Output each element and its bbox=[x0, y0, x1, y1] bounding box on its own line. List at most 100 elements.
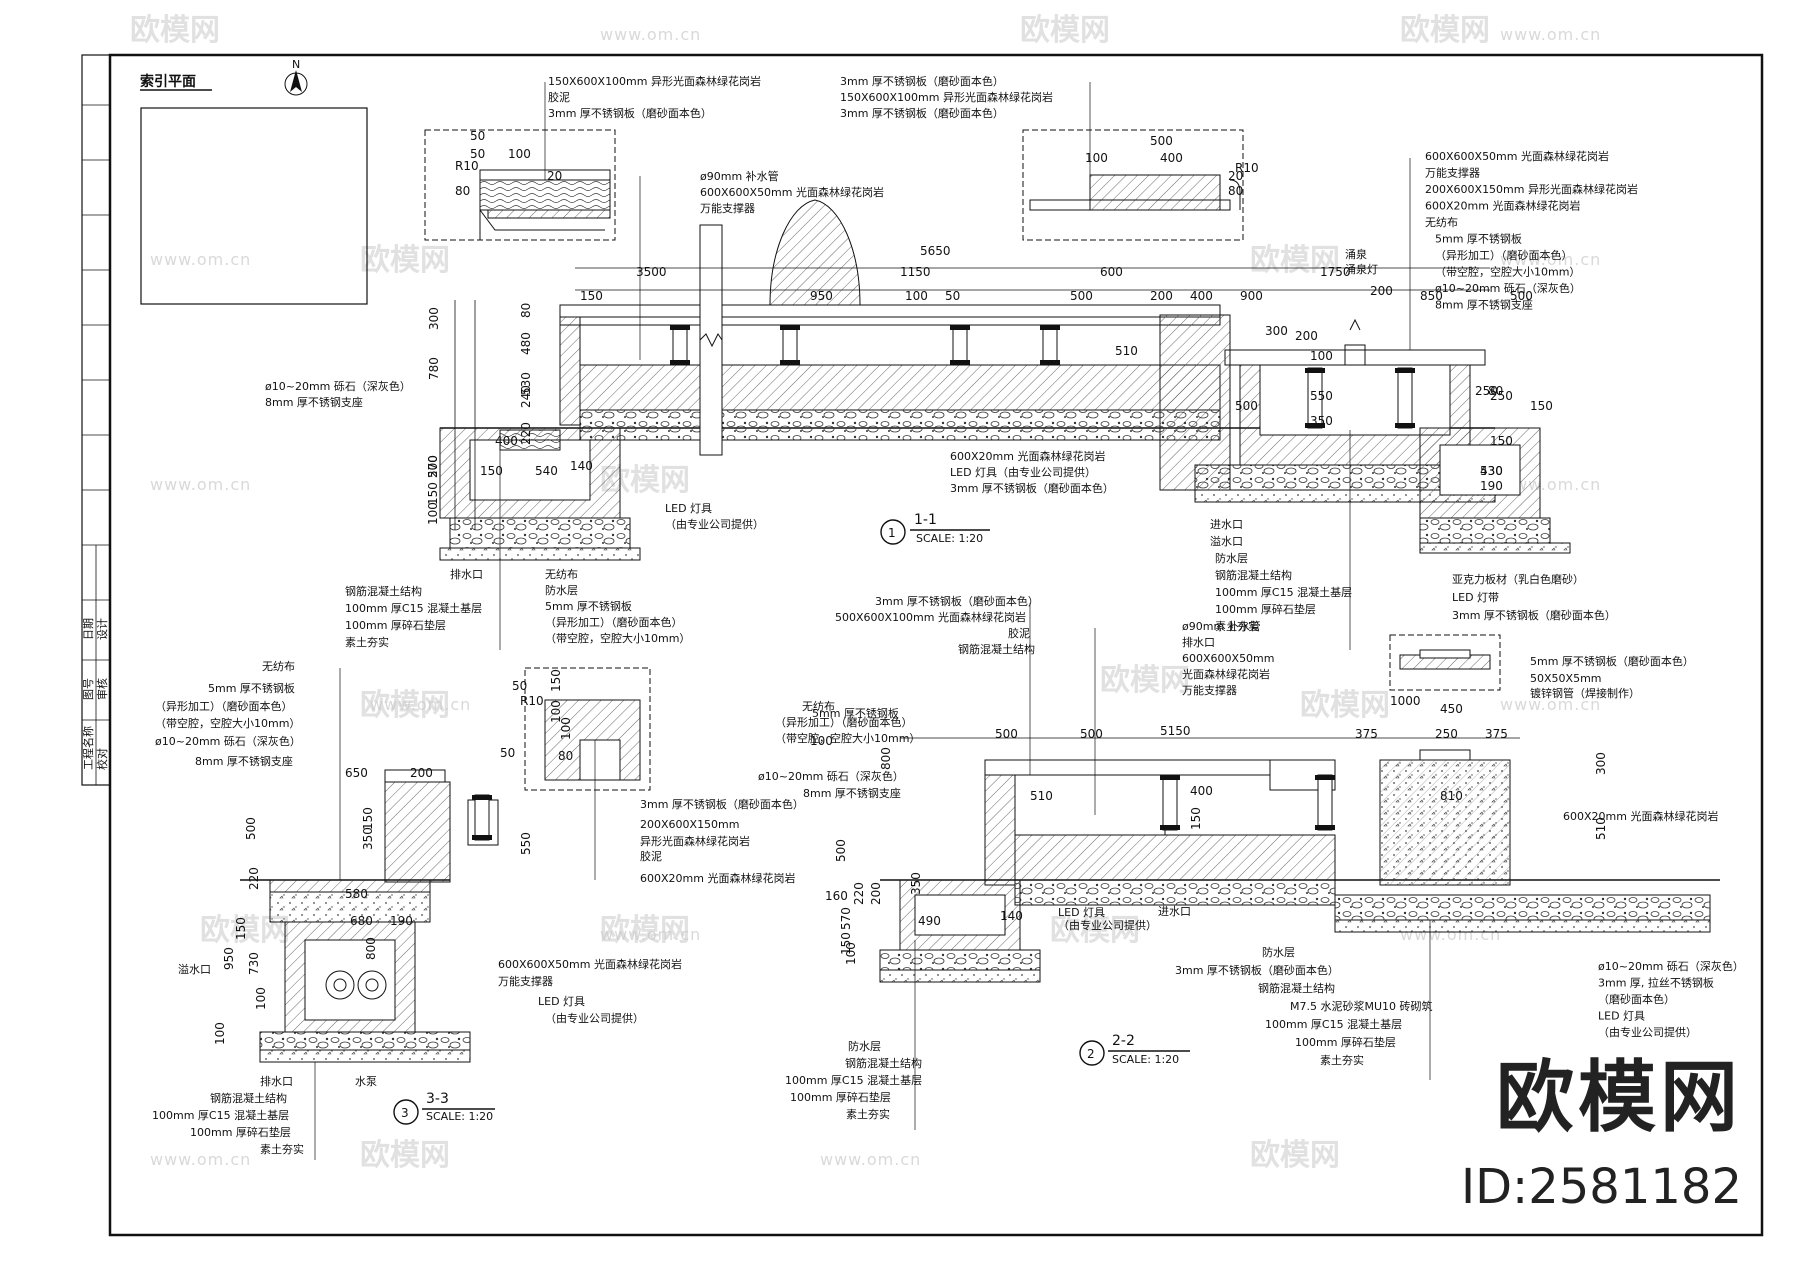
s1-dim-misc: 430 bbox=[1480, 464, 1503, 478]
pedestal-cap bbox=[1040, 325, 1060, 330]
s1-dim-top: 500 bbox=[1070, 289, 1093, 303]
detail-a-dim: 100 bbox=[508, 147, 531, 161]
s2-bottom-label: 素土夯实 bbox=[846, 1107, 890, 1121]
s2-bottom-right-label: （由专业公司提供） bbox=[1598, 1025, 1697, 1039]
detail-c-box bbox=[524, 667, 651, 791]
watermark-logo: 欧模网 bbox=[360, 688, 450, 723]
detail-b-dim: 80 bbox=[1228, 184, 1243, 198]
s2-bottom-right-label: ø10~20mm 砾石（深灰色） bbox=[1598, 959, 1744, 973]
s1-left-label: 8mm 厚不锈钢支座 bbox=[265, 395, 363, 409]
s1-dim-misc: 300 bbox=[1265, 324, 1288, 338]
s1-pipe-label: ø90mm 补水管 bbox=[700, 169, 779, 183]
s3-right-label: 胶泥 bbox=[640, 849, 662, 863]
s3-dim: 580 bbox=[345, 887, 368, 901]
s2-dim: 350 bbox=[909, 872, 923, 895]
s1-dim-misc: 80 bbox=[1488, 384, 1503, 398]
support-pedestal bbox=[1042, 324, 1058, 366]
s2-dim: 150 bbox=[839, 932, 853, 955]
s1-bottom-left-label: 排水口 bbox=[450, 567, 483, 581]
s2-top-label: 3mm 厚不锈钢板（磨砂面本色） bbox=[875, 594, 1039, 608]
s3-bottom-label: 排水口 bbox=[260, 1074, 293, 1088]
s1-dim-left: 570 bbox=[426, 455, 440, 478]
s1-bottom-right-label: 100mm 厚C15 混凝土基层 bbox=[1215, 585, 1352, 599]
s1-pipe-label: 600X600X50mm 光面森林绿花岗岩 bbox=[700, 185, 884, 199]
s2-bottom-right-label: （磨砂面本色） bbox=[1598, 992, 1675, 1006]
s3-dim: 500 bbox=[244, 817, 258, 840]
s1-dim-top: 1750 bbox=[1320, 265, 1351, 279]
detail-b-box bbox=[1022, 129, 1244, 241]
detail-a-dim: 20 bbox=[547, 169, 562, 183]
s2-dim: 160 bbox=[825, 889, 848, 903]
s2-dim: 375 bbox=[1355, 727, 1378, 741]
s2-dim: 5150 bbox=[1160, 724, 1191, 738]
s2-dim: 375 bbox=[1485, 727, 1508, 741]
s3-dim: 50 bbox=[500, 746, 515, 760]
support-pedestals-2 bbox=[472, 774, 1335, 841]
s3-pump-label: （由专业公司提供） bbox=[545, 1011, 644, 1025]
s1-dim-top: 50 bbox=[945, 289, 960, 303]
s3-left-label: 5mm 厚不锈钢板 bbox=[208, 681, 295, 695]
s2-right-label: 600X20mm 光面森林绿花岗岩 bbox=[1563, 809, 1718, 823]
s1-top-left-label: 3mm 厚不锈钢板（磨砂面本色） bbox=[548, 106, 712, 120]
s1-dim-misc: 140 bbox=[570, 459, 593, 473]
s3-side-label: 溢水口 bbox=[178, 962, 211, 976]
s2-light-label: 3mm 厚不锈钢板（磨砂面本色） bbox=[1452, 608, 1616, 622]
watermark-url: www.om.cn bbox=[600, 25, 701, 44]
pedestal-cap bbox=[1315, 775, 1335, 780]
s1-led-label: LED 灯具 bbox=[665, 502, 712, 515]
support-pedestal bbox=[1162, 774, 1178, 831]
s3-dim: 80 bbox=[558, 749, 573, 763]
s2-dim: 450 bbox=[1440, 702, 1463, 716]
s1-top-mid-label: 3mm 厚不锈钢板（磨砂面本色） bbox=[840, 106, 1004, 120]
s1-bottom-left2-label: （异形加工）（磨砂面本色） bbox=[545, 615, 683, 629]
pedestal-base bbox=[1395, 423, 1415, 428]
s1-led-label: （由专业公司提供） bbox=[665, 517, 764, 531]
support-pedestal bbox=[782, 324, 798, 366]
pedestal-cap bbox=[472, 795, 492, 800]
s3-left-label: （异形加工）（磨砂面本色） bbox=[155, 699, 293, 713]
s2-dim: 510 bbox=[1594, 817, 1608, 840]
watermark-url: www.om.cn bbox=[150, 1150, 251, 1169]
title-cell-1: 图号 bbox=[82, 678, 95, 700]
s3-right-label: 异形光面森林绿花岗岩 bbox=[640, 834, 750, 848]
section-2-scale: SCALE: 1:20 bbox=[1112, 1053, 1179, 1066]
pump-icon bbox=[325, 970, 355, 1000]
pedestal-base bbox=[472, 835, 492, 840]
s2-bottom-mid-label: 防水层 bbox=[1262, 945, 1295, 959]
title-cell-5: 设计 bbox=[96, 618, 109, 640]
s1-dim-left: 480 bbox=[519, 332, 533, 355]
s3-left-label: ø10~20mm 砾石（深灰色） bbox=[155, 734, 301, 748]
index-plan-title: 索引平面 bbox=[140, 73, 196, 90]
s1-bottom-right-label: 钢筋混凝土结构 bbox=[1215, 568, 1292, 582]
s2-dim: 150 bbox=[1189, 807, 1203, 830]
watermark-logo: 欧模网 bbox=[1400, 13, 1490, 48]
detail-b-dim: 20 bbox=[1228, 169, 1243, 183]
s3-dim: 50 bbox=[512, 679, 527, 693]
pedestal-base bbox=[670, 360, 690, 365]
s1-dim-misc: 350 bbox=[1310, 414, 1333, 428]
s1-dim-top: 3500 bbox=[636, 265, 667, 279]
s2-top-label: 500X600X100mm 光面森林绿花岗岩 bbox=[835, 610, 1026, 624]
s2-led-label: （由专业公司提供） bbox=[1058, 918, 1157, 932]
brand-logo: 欧模网 bbox=[1495, 1053, 1742, 1143]
s2-left-label: 8mm 厚不锈钢支座 bbox=[803, 786, 901, 800]
s3-bottom-label: 素土夯实 bbox=[260, 1142, 304, 1156]
s3-dim: 150 bbox=[361, 807, 375, 830]
s1-spring-label: 涌泉灯 bbox=[1345, 262, 1378, 276]
title-cell-0: 工程名称 bbox=[81, 726, 95, 770]
watermark-logo: 欧模网 bbox=[1020, 13, 1110, 48]
s1-dim-top: 150 bbox=[580, 289, 603, 303]
model-id: ID:2581182 bbox=[1460, 1159, 1742, 1215]
s1-dim-misc: 100 bbox=[1310, 349, 1333, 363]
s1-dim-left: 240 bbox=[519, 385, 533, 408]
s1-top-mid-label: 150X600X100mm 异形光面森林绿花岗岩 bbox=[840, 90, 1053, 104]
s2-light-label: LED 灯带 bbox=[1452, 591, 1499, 604]
s1-dim-left: 150 bbox=[426, 482, 440, 505]
s1-dim-top: 100 bbox=[905, 289, 928, 303]
section-3-title: 3-3 bbox=[426, 1091, 449, 1107]
s2-bottom-mid-label: 3mm 厚不锈钢板（磨砂面本色） bbox=[1175, 963, 1339, 977]
s1-bottom-left2-label: 防水层 bbox=[545, 583, 578, 597]
s1-dim-top: 950 bbox=[810, 289, 833, 303]
s2-left-label: 5mm 厚不锈钢板 bbox=[812, 706, 899, 720]
